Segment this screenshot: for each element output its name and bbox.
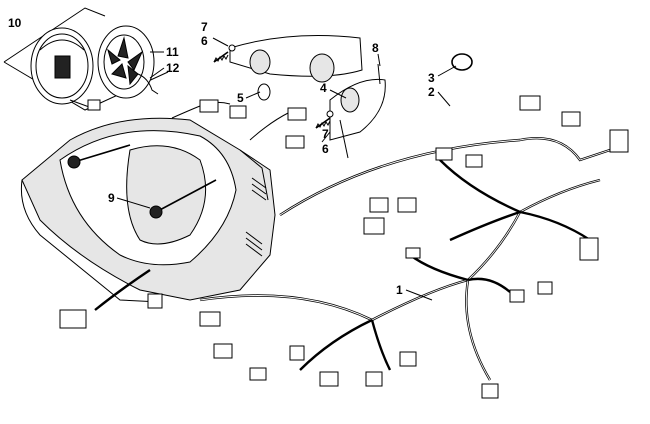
gauge-lead-wire (137, 73, 159, 95)
callout-8: 8 (372, 41, 379, 55)
speedometer-gauge (30, 27, 101, 111)
mounting-bolt-lower (149, 179, 217, 219)
adjuster-nut-lower (326, 110, 334, 118)
callout-6-upper: 6 (201, 34, 208, 48)
hood-housing (20, 117, 276, 303)
callout-11: 11 (166, 45, 179, 59)
gauge-assembly (3, 7, 169, 111)
harness-connectors (59, 95, 629, 399)
housing-vent-grille (245, 177, 267, 257)
headlight-upper (229, 35, 363, 83)
adjuster-spring-lower (315, 117, 331, 129)
callout-2: 2 (428, 85, 435, 99)
retaining-clip-ring (451, 53, 473, 71)
callout-5: 5 (237, 91, 244, 105)
callout-3: 3 (428, 71, 435, 85)
adjuster-spring-upper (213, 51, 229, 63)
callout-7-lower: 7 (322, 127, 329, 141)
adjuster-nut-upper (228, 44, 236, 52)
callout-9: 9 (108, 191, 115, 205)
leader-lines (116, 37, 457, 301)
main-wiring-harness (94, 137, 611, 381)
headlight-bulb-assembly (340, 87, 360, 113)
gauge-back-housing (97, 25, 155, 99)
callout-7-upper: 7 (201, 20, 208, 34)
callout-4: 4 (320, 81, 327, 95)
callout-1: 1 (396, 283, 403, 297)
headlight-lower-lens (329, 63, 386, 159)
mounting-bolt-upper (67, 144, 131, 169)
callout-12: 12 (166, 61, 180, 75)
callout-10: 10 (8, 16, 22, 30)
headlight-socket-connectors (171, 83, 307, 149)
callout-6-lower: 6 (322, 142, 329, 156)
gauge-group-bracket-top (3, 7, 106, 63)
